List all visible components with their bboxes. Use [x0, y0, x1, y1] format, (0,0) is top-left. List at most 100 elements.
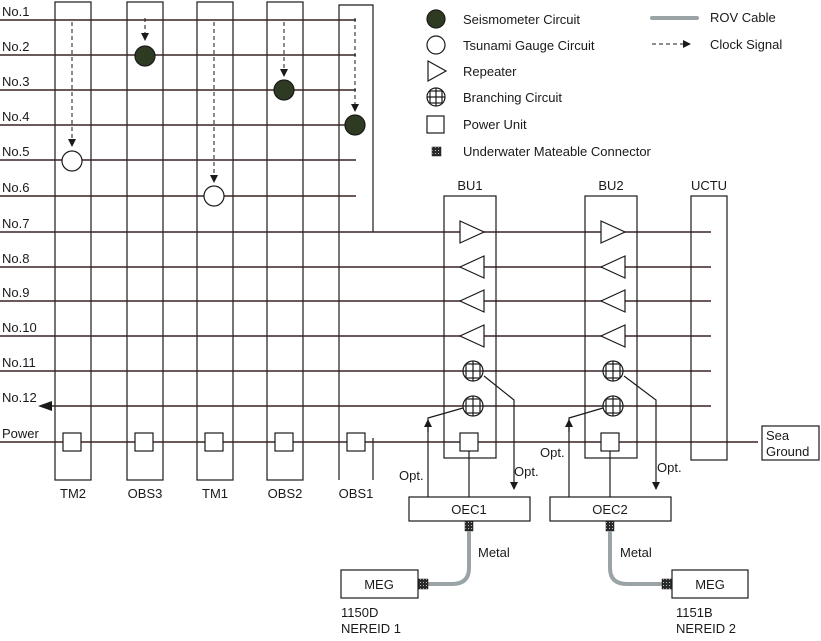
site2-oec-connector-icon: [605, 520, 615, 532]
bu2-repeater-no10-icon: [599, 324, 626, 348]
sea-ground-box: [761, 425, 820, 461]
station-columns: [54, 1, 374, 481]
site1-name: NEREID 1: [341, 621, 401, 636]
site2-meg-box: [671, 569, 749, 599]
column-obs1: [338, 4, 374, 480]
bu2: BU2: [584, 178, 638, 459]
legend-branching-icon: [426, 87, 446, 107]
tsunami-gauge-tm2-icon: [61, 150, 83, 172]
bu2-repeater-no7-icon: [600, 220, 627, 244]
line-label-power: Power: [2, 426, 40, 441]
oec1-label: OEC1: [451, 502, 486, 517]
column-tm1: [196, 1, 234, 481]
legend-clock-signal-label: Clock Signal: [710, 37, 782, 52]
sea-ground-label-2: Ground: [766, 444, 809, 459]
line-label-no2: No.2: [2, 39, 29, 54]
bu1-repeater-no10-icon: [458, 324, 485, 348]
station-label-tm1: TM1: [202, 486, 228, 501]
legend-seismometer-icon: [426, 9, 446, 29]
power-units: [62, 432, 366, 452]
site2-meg-label: MEG: [695, 577, 725, 592]
line-label-no12: No.12: [2, 390, 37, 405]
uctu-box: [690, 195, 728, 461]
bu1-opt-label-left: Opt.: [399, 468, 424, 483]
oec1-box: [408, 496, 531, 522]
site1-meg-label: MEG: [364, 577, 394, 592]
line-label-no1: No.1: [2, 4, 29, 19]
oec1: OEC1: [408, 496, 531, 522]
power-unit-obs2-icon: [274, 432, 294, 452]
bu1-box: [443, 195, 497, 459]
bu2-branching-no11-icon: [602, 360, 624, 382]
legend-tsunami-label: Tsunami Gauge Circuit: [463, 38, 595, 53]
clock-signals: [68, 18, 359, 183]
legend-seismometer-label: Seismometer Circuit: [463, 12, 580, 27]
line-label-no5: No.5: [2, 144, 29, 159]
bu1-opt-up: [427, 407, 464, 497]
bu2-opt-up: [568, 407, 604, 497]
legend-branching-label: Branching Circuit: [463, 90, 562, 105]
bu1-repeater-no8-icon: [458, 255, 485, 279]
column-tm2: [54, 1, 92, 481]
bu2-label: BU2: [598, 178, 623, 193]
site2-name: NEREID 2: [676, 621, 736, 636]
bu1-power-unit-icon: [459, 432, 479, 452]
line-label-no8: No.8: [2, 251, 29, 266]
legend-rov-cable-label: ROV Cable: [710, 10, 776, 25]
station-label-obs2: OBS2: [268, 486, 303, 501]
site2-rov-cable: [608, 531, 664, 586]
bu2-power-unit-icon: [600, 432, 620, 452]
line-labels: No.1 No.2 No.3 No.4 No.5 No.6 No.7 No.8 …: [2, 4, 40, 441]
site2-meg-connector-icon: [661, 578, 673, 590]
bu2-connections: Opt. Opt.: [540, 375, 682, 497]
uctu: UCTU: [690, 178, 728, 461]
bu1-branching-no12-icon: [462, 395, 484, 417]
bus-no12-arrow-icon: [38, 401, 52, 411]
site2-cabling: Metal MEG 1151B NEREID 2: [605, 520, 749, 636]
power-unit-obs3-icon: [134, 432, 154, 452]
bu2-box: [584, 195, 638, 459]
bu1-label: BU1: [457, 178, 482, 193]
bu1-opt-down: [483, 375, 518, 490]
bu1-repeater-no9-icon: [458, 289, 485, 313]
line-label-no11: No.11: [2, 355, 36, 370]
legend: Seismometer Circuit Tsunami Gauge Circui…: [426, 9, 782, 159]
line-label-no9: No.9: [2, 285, 29, 300]
legend-power-unit-icon: [426, 115, 445, 134]
oec2-label: OEC2: [592, 502, 627, 517]
bu1-connections: Opt. Opt.: [399, 375, 539, 497]
bu1-opt-label-right: Opt.: [514, 464, 539, 479]
legend-connector-icon: [431, 146, 442, 157]
bu2-branching-no12-icon: [602, 395, 624, 417]
bu2-repeater-no9-icon: [599, 289, 626, 313]
oec2-box: [549, 496, 672, 522]
site1-meg-connector-icon: [417, 578, 429, 590]
power-unit-tm2-icon: [62, 432, 82, 452]
station-label-obs1: OBS1: [339, 486, 374, 501]
site1-rov-cable: [426, 531, 471, 586]
power-unit-obs1-icon: [346, 432, 366, 452]
station-label-obs3: OBS3: [128, 486, 163, 501]
bu2-repeater-no8-icon: [599, 255, 626, 279]
site2-metal-label: Metal: [620, 545, 652, 560]
legend-connector-label: Underwater Mateable Connector: [463, 144, 652, 159]
seismometer-obs3-icon: [134, 45, 156, 67]
seismometer-obs2-icon: [273, 79, 295, 101]
line-label-no3: No.3: [2, 74, 29, 89]
line-label-no10: No.10: [2, 320, 37, 335]
bu1: BU1: [443, 178, 497, 459]
power-unit-tm1-icon: [204, 432, 224, 452]
bu2-opt-label-right: Opt.: [657, 460, 682, 475]
line-label-no7: No.7: [2, 216, 29, 231]
line-label-no6: No.6: [2, 180, 29, 195]
legend-power-unit-label: Power Unit: [463, 117, 527, 132]
column-obs3: [126, 1, 164, 481]
legend-tsunami-icon: [426, 35, 446, 55]
seismometer-obs1-icon: [344, 114, 366, 136]
site1-meg-box: [340, 569, 419, 599]
bu2-opt-label-left: Opt.: [540, 445, 565, 460]
site1-metal-label: Metal: [478, 545, 510, 560]
tsunami-gauge-tm1-icon: [203, 185, 225, 207]
site1-cabling: Metal MEG 1150D NEREID 1: [340, 520, 510, 636]
